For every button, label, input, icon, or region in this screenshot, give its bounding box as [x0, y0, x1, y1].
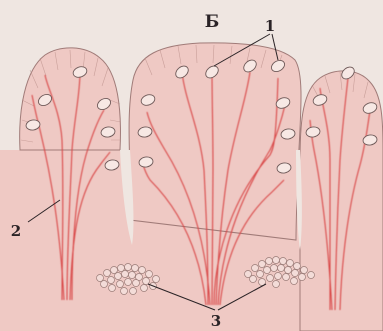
label-2: 2 [11, 222, 21, 240]
label-1: 1 [265, 17, 275, 35]
label-3: 3 [211, 312, 221, 330]
panel-letter: Б [205, 12, 220, 32]
